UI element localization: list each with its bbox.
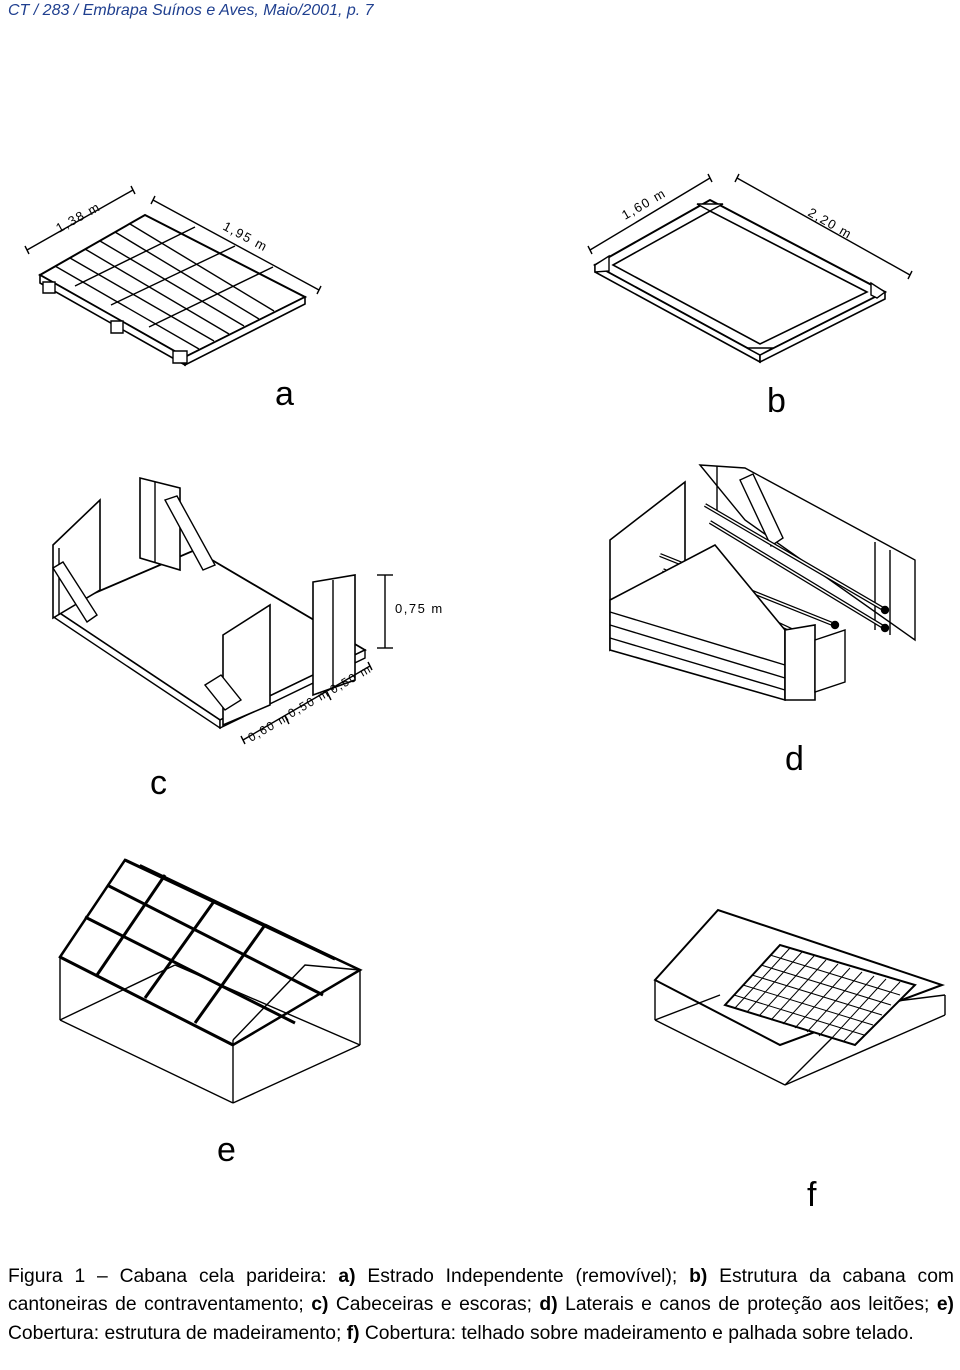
panel-label-a: a (275, 375, 294, 413)
figure-c-end-walls: 0,75 m 0,60 m 0,50 m 0,50 m (45, 470, 465, 750)
caption-text-c: Cabeceiras e escoras; (328, 1294, 540, 1316)
panel-label-c: c (150, 764, 167, 802)
figure-a-floor: 1,38 m 1,95 m (15, 185, 335, 375)
caption-key-e: e) (936, 1294, 954, 1316)
dim-b-length: 2,20 m (806, 205, 856, 242)
caption-key-b: b) (689, 1266, 708, 1287)
figure-e-roof-frame (55, 855, 375, 1115)
panel-label-d: d (785, 740, 804, 778)
dim-a-width: 1,38 m (53, 199, 103, 236)
dim-c-height: 0,75 m (395, 601, 444, 616)
caption-key-c: c) (311, 1294, 329, 1316)
caption-text-f: Cobertura: telhado sobre madeiramento e … (359, 1322, 914, 1344)
panel-label-b: b (767, 382, 786, 420)
caption-text-e: Cobertura: estrutura de madeiramento; (8, 1322, 347, 1344)
caption-text-b: Estrutura da cabana com cantoneiras de c… (8, 1266, 954, 1316)
caption-key-d: d) (539, 1294, 558, 1316)
panel-label-e: e (217, 1131, 236, 1169)
figure-caption: Figura 1 – Cabana cela parideira: a) Est… (8, 1263, 954, 1348)
figure-f-roof-covered (650, 905, 950, 1085)
panel-label-f: f (807, 1176, 817, 1214)
figure-b-frame: 1,60 m 2,20 m (585, 170, 915, 370)
caption-text-a: Estrado Independente (removível); (355, 1266, 690, 1287)
caption-text-d: Laterais e canos de proteção aos leitões… (557, 1294, 937, 1316)
dim-c-door: 0,60 m (246, 710, 293, 745)
figure-d-side-walls (605, 460, 925, 710)
caption-key-a: a) (338, 1266, 356, 1287)
caption-lead: Figura 1 – Cabana cela parideira: (8, 1266, 339, 1287)
caption-key-f: f) (346, 1322, 360, 1344)
page-header: CT / 283 / Embrapa Suínos e Aves, Maio/2… (8, 2, 374, 19)
